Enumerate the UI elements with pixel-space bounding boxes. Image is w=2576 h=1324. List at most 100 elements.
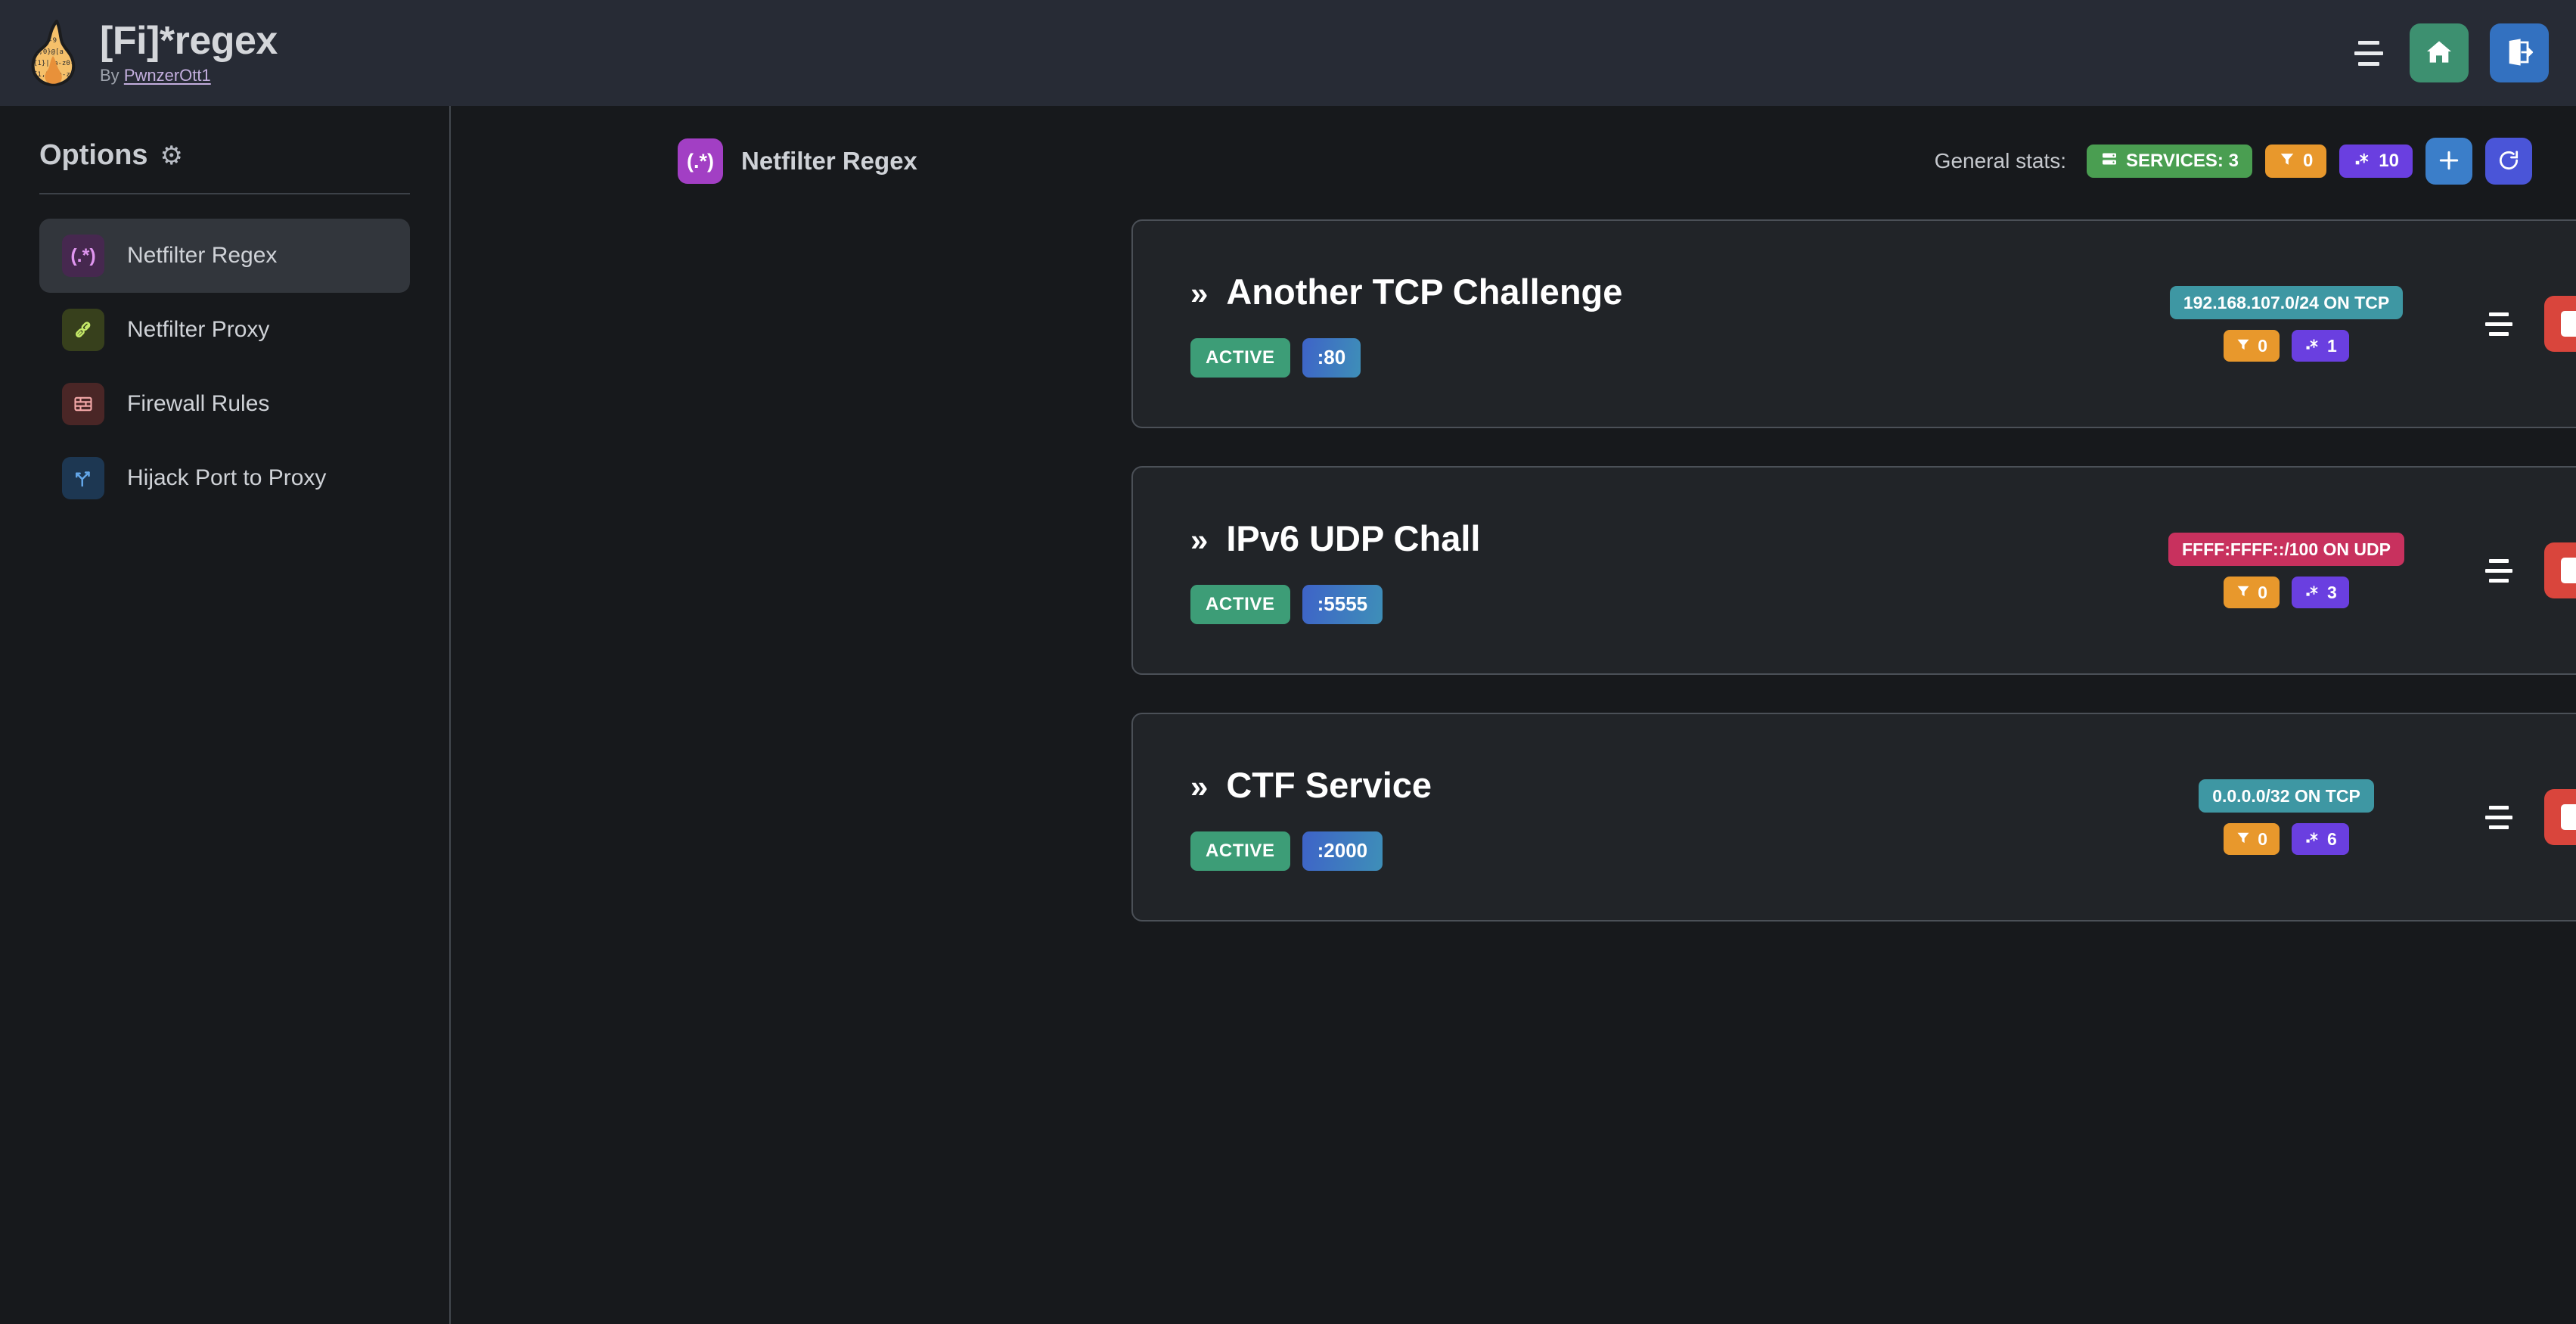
service-action-buttons bbox=[2478, 786, 2576, 848]
service-card[interactable]: » Another TCP Challenge ACTIVE :80 192.1… bbox=[1131, 219, 2576, 428]
lines-menu-icon[interactable] bbox=[2478, 796, 2520, 838]
stop-button[interactable] bbox=[2544, 542, 2576, 598]
top-bar: -z0-9 2,0}@[a {1}|[a-z0-9] {1,3}[a-z] [F… bbox=[0, 0, 2576, 106]
regexes-count-badge[interactable]: 3 bbox=[2292, 577, 2349, 608]
sidebar-item-label: Firewall Rules bbox=[127, 391, 270, 416]
filters-count-badge[interactable]: 0 bbox=[2224, 330, 2280, 362]
service-pills: ACTIVE :5555 bbox=[1190, 584, 1480, 624]
double-chevron-icon: » bbox=[1190, 768, 1209, 804]
top-bar-actions bbox=[2349, 23, 2576, 82]
service-name: Another TCP Challenge bbox=[1226, 271, 1623, 312]
service-name-row: » IPv6 UDP Chall bbox=[1190, 517, 1480, 559]
sidebar-item-hijack-port-to-proxy[interactable]: Hijack Port to Proxy bbox=[39, 441, 410, 515]
content-header: (.*) Netfilter Regex General stats: SERV… bbox=[452, 106, 2576, 185]
stop-button[interactable] bbox=[2544, 789, 2576, 845]
plug-icon bbox=[62, 309, 104, 351]
regex-dot-star-icon bbox=[2304, 336, 2320, 356]
sidebar: Options ⚙ (.*) Netfilter Regex Netfilter… bbox=[0, 106, 451, 1324]
logout-icon bbox=[2504, 37, 2534, 70]
service-card[interactable]: » CTF Service ACTIVE :2000 0.0.0.0/32 ON… bbox=[1131, 713, 2576, 922]
network-block: 192.168.107.0/24 ON TCP 0 bbox=[2162, 286, 2411, 362]
gear-icon: ⚙ bbox=[160, 141, 184, 170]
filters-count-badge[interactable]: 0 bbox=[2224, 577, 2280, 608]
stop-icon bbox=[2561, 311, 2576, 337]
network-counts: 0 6 bbox=[2224, 823, 2349, 855]
regexes-count: 1 bbox=[2327, 335, 2337, 356]
status-badge: ACTIVE bbox=[1190, 584, 1290, 624]
general-stats-label: General stats: bbox=[1934, 149, 2066, 172]
refresh-icon bbox=[2497, 148, 2521, 175]
double-chevron-icon: » bbox=[1190, 275, 1209, 311]
sidebar-header: Options ⚙ bbox=[39, 106, 410, 172]
service-pills: ACTIVE :80 bbox=[1190, 337, 1622, 378]
lines-menu-icon[interactable] bbox=[2478, 303, 2520, 345]
sidebar-title: Options bbox=[39, 139, 148, 171]
regexes-count: 3 bbox=[2327, 582, 2337, 602]
status-badge: ACTIVE bbox=[1190, 831, 1290, 871]
service-card-info: » IPv6 UDP Chall ACTIVE :5555 bbox=[1133, 517, 1480, 624]
service-card-controls: 0.0.0.0/32 ON TCP 0 bbox=[2162, 779, 2576, 855]
stop-icon bbox=[2561, 558, 2576, 583]
network-badge: 0.0.0.0/32 ON TCP bbox=[2199, 779, 2374, 813]
service-pills: ACTIVE :2000 bbox=[1190, 831, 1432, 871]
sidebar-item-label: Netfilter Proxy bbox=[127, 317, 270, 342]
hamburger-icon[interactable] bbox=[2349, 36, 2388, 70]
stop-button[interactable] bbox=[2544, 296, 2576, 352]
route-fork-icon bbox=[62, 457, 104, 499]
filter-icon bbox=[2279, 151, 2295, 172]
refresh-button[interactable] bbox=[2485, 138, 2532, 185]
sidebar-item-firewall-rules[interactable]: Firewall Rules bbox=[39, 367, 410, 441]
network-badge: FFFF:FFFF::/100 ON UDP bbox=[2168, 533, 2404, 566]
status-badge-regexes[interactable]: 10 bbox=[2339, 145, 2413, 178]
filter-icon bbox=[2236, 829, 2251, 850]
status-badge-services[interactable]: SERVICES: 3 bbox=[2086, 145, 2252, 178]
status-badge: ACTIVE bbox=[1190, 337, 1290, 378]
author-line: By PwnzerOtt1 bbox=[100, 66, 278, 85]
regexes-count: 6 bbox=[2327, 828, 2337, 849]
network-block: FFFF:FFFF::/100 ON UDP 0 bbox=[2162, 533, 2411, 608]
logout-button[interactable] bbox=[2490, 23, 2549, 82]
regexes-count-badge[interactable]: 6 bbox=[2292, 823, 2349, 855]
brand: -z0-9 2,0}@[a {1}|[a-z0-9] {1,3}[a-z] [F… bbox=[0, 18, 278, 87]
service-card-controls: FFFF:FFFF::/100 ON UDP 0 bbox=[2162, 533, 2576, 608]
double-chevron-icon: » bbox=[1190, 521, 1209, 558]
home-button[interactable] bbox=[2410, 23, 2469, 82]
regexes-count-badge[interactable]: 1 bbox=[2292, 330, 2349, 362]
port-badge: :80 bbox=[1302, 337, 1361, 378]
service-card[interactable]: » IPv6 UDP Chall ACTIVE :5555 FFFF:FFFF:… bbox=[1131, 466, 2576, 675]
filters-count: 0 bbox=[2302, 151, 2314, 171]
filter-icon bbox=[2236, 583, 2251, 603]
lines-menu-icon[interactable] bbox=[2478, 549, 2520, 592]
sidebar-divider bbox=[39, 193, 410, 194]
server-icon bbox=[2100, 150, 2118, 173]
brick-wall-icon bbox=[62, 383, 104, 425]
regex-dot-star-icon bbox=[2304, 583, 2320, 603]
app-title: [Fi]*regex bbox=[100, 18, 278, 63]
sidebar-item-netfilter-regex[interactable]: (.*) Netfilter Regex bbox=[39, 219, 410, 293]
network-counts: 0 3 bbox=[2224, 577, 2349, 608]
filters-count: 0 bbox=[2258, 335, 2267, 356]
sidebar-item-label: Hijack Port to Proxy bbox=[127, 465, 327, 490]
status-badge-filters[interactable]: 0 bbox=[2264, 145, 2327, 178]
network-badge: 192.168.107.0/24 ON TCP bbox=[2169, 286, 2404, 319]
regex-dot-star-icon bbox=[2353, 151, 2371, 172]
filters-count: 0 bbox=[2258, 582, 2267, 602]
service-action-buttons bbox=[2478, 293, 2576, 355]
service-card-controls: 192.168.107.0/24 ON TCP 0 bbox=[2162, 286, 2576, 362]
service-action-buttons bbox=[2478, 539, 2576, 601]
port-badge: :2000 bbox=[1302, 831, 1383, 871]
sidebar-item-netfilter-proxy[interactable]: Netfilter Proxy bbox=[39, 293, 410, 367]
service-name-row: » Another TCP Challenge bbox=[1190, 271, 1622, 312]
filters-count-badge[interactable]: 0 bbox=[2224, 823, 2280, 855]
regex-page-icon: (.*) bbox=[678, 138, 723, 184]
service-card-list: » Another TCP Challenge ACTIVE :80 192.1… bbox=[452, 185, 2576, 922]
network-block: 0.0.0.0/32 ON TCP 0 bbox=[2162, 779, 2411, 855]
author-link[interactable]: PwnzerOtt1 bbox=[123, 66, 211, 85]
add-service-button[interactable] bbox=[2425, 138, 2472, 185]
general-stats: General stats: SERVICES: 3 bbox=[1935, 138, 2532, 185]
regex-icon: (.*) bbox=[62, 235, 104, 277]
service-card-info: » Another TCP Challenge ACTIVE :80 bbox=[1133, 271, 1622, 378]
stop-icon bbox=[2561, 804, 2576, 830]
flame-regex-logo-icon: -z0-9 2,0}@[a {1}|[a-z0-9] {1,3}[a-z] bbox=[26, 18, 80, 87]
regexes-count: 10 bbox=[2379, 151, 2399, 171]
